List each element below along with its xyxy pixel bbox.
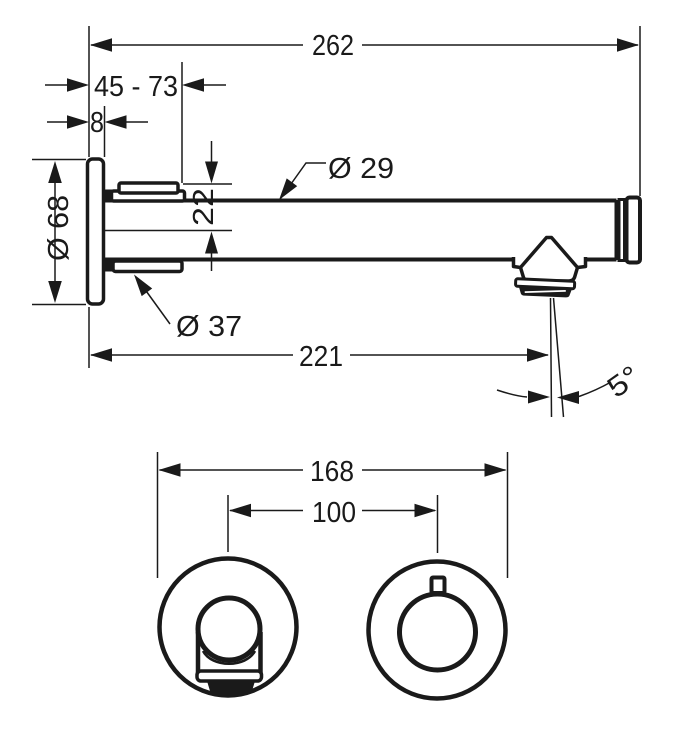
spout-reach-label: 221 [299,341,343,373]
arrowhead [134,274,153,297]
bottom-mount-nut [102,258,114,272]
top-offset-label: 22 [188,188,220,226]
dim-overall-length: 262 [88,26,641,196]
arrowhead [205,231,218,254]
spout-front-view [157,556,299,698]
overall-width-label: 168 [310,456,354,488]
spray-angle-label: 5° [602,360,647,405]
escutcheon-diameter-label: Ø 68 [43,195,75,261]
arrowhead [67,78,89,92]
mounting-depth-label: 45 - 73 [94,71,178,103]
spout-body [103,198,619,262]
dim-top-offset: 22 [104,141,232,271]
dim-flange-diameter: Ø 37 [134,274,242,343]
top-mount-plateau [117,181,180,195]
arrowhead [527,348,549,362]
spout-end-cap [624,195,642,265]
aerator-nozzle [514,277,577,298]
spray-lines [549,297,565,418]
dim-overall-width: 168 [156,452,509,578]
dim-spout-diameter: Ø 29 [279,153,394,200]
hole-spacing-label: 100 [312,497,356,529]
spout-diameter-label: Ø 29 [328,153,394,185]
spout-inner-arc [201,650,257,665]
bottom-mount-bar [111,259,184,274]
arrowhead [90,348,112,362]
arrowhead [158,463,181,477]
arc-line [496,389,528,398]
nozzle-band [514,277,577,291]
arrowhead [557,391,579,404]
nozzle-slit [524,290,566,294]
top-mount-nut [102,189,113,203]
front-view: 168 100 [156,452,509,701]
spout-front-circle [195,595,263,663]
arrowhead [67,115,89,129]
dim-mounting-depth: 45 - 73 [45,62,226,183]
arrowhead [205,161,218,184]
arrowhead [182,78,204,92]
arrowhead [279,178,298,200]
side-view: 262 45 - 73 8 Ø 68 [32,26,647,418]
handle-circle [397,591,478,673]
arc-line [578,381,612,398]
arrowhead [414,503,437,518]
arrowhead [90,38,112,52]
arrowhead [104,115,127,129]
arrowhead [48,281,62,303]
bottom-mounting-bracket [102,258,184,274]
handle-indicator-notch [429,575,447,595]
arrowhead [528,390,550,404]
arrowhead [484,463,507,477]
aerator-front-dark [207,681,255,694]
arrowhead [229,503,251,518]
plate-thickness-label: 8 [90,107,104,139]
dim-spray-angle: 5° [496,360,647,405]
dim-hole-spacing: 100 [227,495,439,553]
top-mounting-bracket [102,181,187,203]
arrowhead [617,38,639,52]
wall-plate [85,157,106,306]
dim-spout-reach: 221 [88,307,549,373]
spout-ring [617,198,626,262]
aerator-silhouette [513,236,586,282]
dim-escutcheon-diameter: Ø 68 [32,158,86,306]
handle-front-view [366,559,508,701]
overall-length-label: 262 [312,30,354,62]
dim-plate-thickness: 8 [47,106,148,157]
aerator-housing [511,235,588,418]
flange-diameter-label: Ø 37 [176,311,242,343]
arrowhead [48,161,62,183]
aerator-front-band [195,669,264,683]
